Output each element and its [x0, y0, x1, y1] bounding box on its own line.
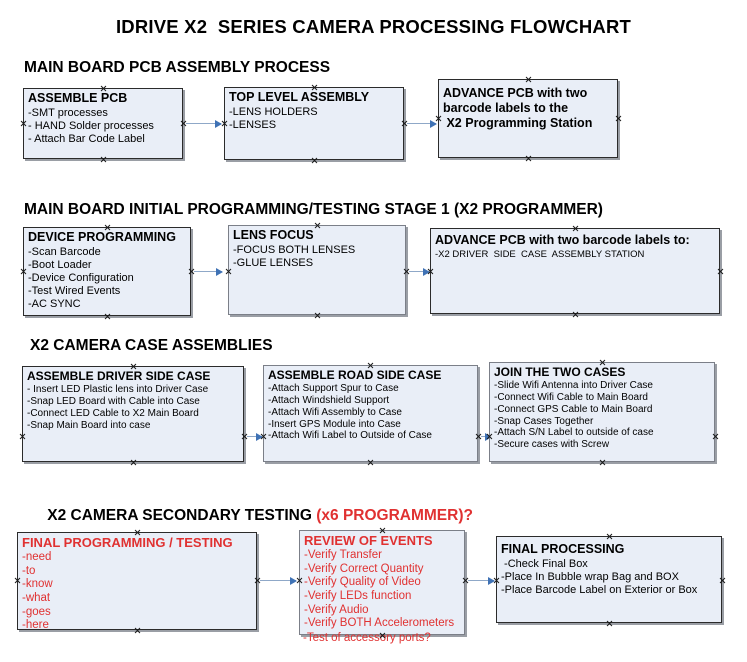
box-device-programming-content: DEVICE PROGRAMMING -Scan Barcode -Boot L… [28, 230, 188, 311]
box-assemble-road-side-case-line-4: -Attach Wifi Label to Outside of Case [268, 430, 432, 442]
box-top-level-assembly[interactable]: TOP LEVEL ASSEMBLY -LENS HOLDERS -LENSES [224, 87, 404, 160]
box-final-processing-line-0: -Check Final Box [501, 557, 588, 570]
box-review-of-events-line-4: -Verify Audio [304, 603, 369, 616]
section-heading-accent: (x6 PROGRAMMER)? [316, 507, 473, 524]
box-assemble-pcb-line-1: - HAND Solder processes [28, 119, 154, 132]
connector-device-programming-to-lens-focus [194, 267, 223, 276]
box-lens-focus-title: LENS FOCUS [233, 228, 314, 242]
box-assemble-pcb-line-0: -SMT processes [28, 106, 108, 119]
box-assemble-driver-side-case-title: ASSEMBLE DRIVER SIDE CASE [27, 369, 211, 383]
box-assemble-road-side-case-line-3: -Insert GPS Module into Case [268, 418, 401, 430]
connector-road-side-to-join-cases [481, 432, 492, 441]
connector-top-level-assembly-to-advance-pcb [407, 119, 437, 128]
box-assemble-driver-side-case[interactable]: ASSEMBLE DRIVER SIDE CASE - Insert LED P… [22, 366, 244, 462]
box-device-programming-line-0: -Scan Barcode [28, 245, 101, 258]
box-lens-focus-line-0: -FOCUS BOTH LENSES [233, 243, 356, 256]
connector-lens-focus-to-advance-pcb-driver-side [409, 267, 430, 276]
box-join-the-two-cases-line-2: -Connect GPS Cable to Main Board [494, 403, 653, 415]
box-final-programming-testing-line-1: -to [22, 564, 36, 577]
connector-assemble-pcb-to-top-level-assembly [186, 119, 222, 128]
box-device-programming-title: DEVICE PROGRAMMING [28, 230, 176, 244]
box-lens-focus-line-1: -GLUE LENSES [233, 256, 314, 269]
box-assemble-driver-side-case-line-3: -Snap Main Board into case [27, 419, 151, 431]
connector-final-programming-to-review-of-events [260, 576, 297, 585]
box-device-programming[interactable]: DEVICE PROGRAMMING -Scan Barcode -Boot L… [23, 227, 191, 316]
box-device-programming-line-3: -Test Wired Events [28, 284, 121, 297]
section-heading-main-board-pcb-assembly-process: MAIN BOARD PCB ASSEMBLY PROCESS [24, 59, 331, 76]
box-device-programming-line-4: -AC SYNC [28, 297, 81, 310]
connector-review-of-events-to-final-processing [468, 576, 495, 585]
box-device-programming-line-2: -Device Configuration [28, 271, 134, 284]
box-assemble-road-side-case-line-2: -Attach Wifi Assembly to Case [268, 406, 402, 418]
box-final-programming-testing-content: FINAL PROGRAMMING / TESTING -need -to -k… [22, 535, 254, 633]
box-top-level-assembly-line-1: -LENSES [229, 118, 277, 131]
box-final-processing[interactable]: FINAL PROCESSING -Check Final Box -Place… [496, 536, 722, 623]
box-assemble-road-side-case-line-1: -Attach Windshield Support [268, 394, 390, 406]
box-review-of-events-line-0: -Verify Transfer [304, 549, 382, 562]
section-heading-main-board-initial-programming: MAIN BOARD INITIAL PROGRAMMING/TESTING S… [24, 201, 603, 218]
box-assemble-driver-side-case-line-2: -Connect LED Cable to X2 Main Board [27, 407, 199, 419]
section-heading-text: X2 CAMERA SECONDARY TESTING [47, 507, 317, 524]
box-review-of-events[interactable]: REVIEW OF EVENTS -Verify Transfer -Verif… [299, 530, 465, 635]
box-join-the-two-cases-title: JOIN THE TWO CASES [494, 365, 626, 379]
box-assemble-pcb-line-2: - Attach Bar Code Label [28, 132, 145, 145]
box-review-of-events-line-2: -Verify Quality of Video [304, 576, 421, 589]
box-advance-pcb-programming-station[interactable]: ADVANCE PCB with two barcode labels to t… [438, 79, 618, 158]
box-assemble-road-side-case-title: ASSEMBLE ROAD SIDE CASE [268, 368, 442, 382]
box-lens-focus[interactable]: LENS FOCUS -FOCUS BOTH LENSES -GLUE LENS… [228, 225, 406, 315]
box-advance-pcb-driver-side-case[interactable]: ADVANCE PCB with two barcode labels to: … [430, 228, 720, 314]
box-advance-pcb-driver-side-case-title: ADVANCE PCB with two barcode labels to: [435, 233, 690, 247]
box-assemble-pcb[interactable]: ASSEMBLE PCB -SMT processes - HAND Solde… [23, 88, 183, 159]
box-device-programming-line-1: -Boot Loader [28, 258, 92, 271]
box-review-of-events-content: REVIEW OF EVENTS -Verify Transfer -Verif… [304, 533, 462, 631]
box-assemble-driver-side-case-line-1: -Snap LED Board with Cable into Case [27, 395, 200, 407]
box-join-the-two-cases-line-0: -Slide Wifi Antenna into Driver Case [494, 380, 653, 392]
box-join-the-two-cases-line-3: -Snap Cases Together [494, 415, 594, 427]
page-title: IDRIVE X2 SERIES CAMERA PROCESSING FLOWC… [115, 16, 632, 37]
box-review-of-events-overflow-line: -Test of accessory ports? [303, 632, 431, 644]
box-final-programming-testing-line-2: -know [22, 578, 53, 591]
box-advance-pcb-driver-side-case-line-0: -X2 DRIVER SIDE CASE ASSEMBLY STATION [435, 248, 645, 260]
box-review-of-events-line-5: -Verify BOTH Accelerometers [304, 617, 455, 630]
box-final-processing-line-1: -Place In Bubble wrap Bag and BOX [501, 570, 679, 583]
box-assemble-road-side-case[interactable]: ASSEMBLE ROAD SIDE CASE -Attach Support … [263, 365, 478, 462]
box-advance-pcb-programming-station-title: ADVANCE PCB with two barcode labels to t… [443, 86, 593, 130]
box-assemble-road-side-case-content: ASSEMBLE ROAD SIDE CASE -Attach Support … [268, 368, 475, 442]
box-assemble-driver-side-case-content: ASSEMBLE DRIVER SIDE CASE - Insert LED P… [27, 369, 241, 431]
box-top-level-assembly-line-0: -LENS HOLDERS [229, 105, 318, 118]
box-final-processing-title: FINAL PROCESSING [501, 542, 625, 556]
box-top-level-assembly-content: TOP LEVEL ASSEMBLY -LENS HOLDERS -LENSES [229, 90, 401, 132]
box-advance-pcb-driver-side-case-content: ADVANCE PCB with two barcode labels to: … [435, 233, 717, 260]
box-lens-focus-content: LENS FOCUS -FOCUS BOTH LENSES -GLUE LENS… [233, 228, 403, 270]
box-final-processing-content: FINAL PROCESSING -Check Final Box -Place… [501, 542, 719, 597]
box-join-the-two-cases-line-1: -Connect Wifi Cable to Main Board [494, 391, 648, 403]
box-review-of-events-title: REVIEW OF EVENTS [304, 533, 433, 548]
box-assemble-pcb-title: ASSEMBLE PCB [28, 91, 128, 105]
box-assemble-pcb-content: ASSEMBLE PCB -SMT processes - HAND Solde… [28, 91, 180, 146]
box-final-programming-testing-line-0: -need [22, 551, 52, 564]
box-final-programming-testing-title: FINAL PROGRAMMING / TESTING [22, 535, 233, 550]
box-review-of-events-line-3: -Verify LEDs function [304, 590, 412, 603]
box-join-the-two-cases[interactable]: JOIN THE TWO CASES -Slide Wifi Antenna i… [489, 362, 715, 462]
box-assemble-driver-side-case-line-0: - Insert LED Plastic lens into Driver Ca… [27, 384, 209, 396]
box-join-the-two-cases-line-5: -Secure cases with Screw [494, 439, 610, 451]
box-top-level-assembly-title: TOP LEVEL ASSEMBLY [229, 90, 370, 104]
box-final-processing-line-2: -Place Barcode Label on Exterior or Box [501, 583, 698, 596]
box-review-of-events-line-1: -Verify Correct Quantity [304, 562, 424, 575]
box-final-programming-testing-line-3: -what [22, 592, 51, 605]
box-advance-pcb-programming-station-content: ADVANCE PCB with two barcode labels to t… [443, 86, 615, 131]
section-heading-x2-camera-secondary-testing: X2 CAMERA SECONDARY TESTING (x6 PROGRAMM… [30, 489, 473, 543]
box-assemble-road-side-case-line-0: -Attach Support Spur to Case [268, 383, 399, 395]
connector-driver-side-to-road-side [247, 432, 263, 441]
box-final-programming-testing[interactable]: FINAL PROGRAMMING / TESTING -need -to -k… [17, 532, 257, 633]
section-heading-x2-camera-case-assemblies: X2 CAMERA CASE ASSEMBLIES [30, 337, 273, 354]
box-join-the-two-cases-line-4: -Attach S/N Label to outside of case [494, 427, 654, 439]
box-final-programming-testing-line-4: -goes [22, 605, 51, 618]
box-join-the-two-cases-content: JOIN THE TWO CASES -Slide Wifi Antenna i… [494, 365, 712, 451]
box-final-programming-testing-line-5: -here [22, 619, 49, 632]
